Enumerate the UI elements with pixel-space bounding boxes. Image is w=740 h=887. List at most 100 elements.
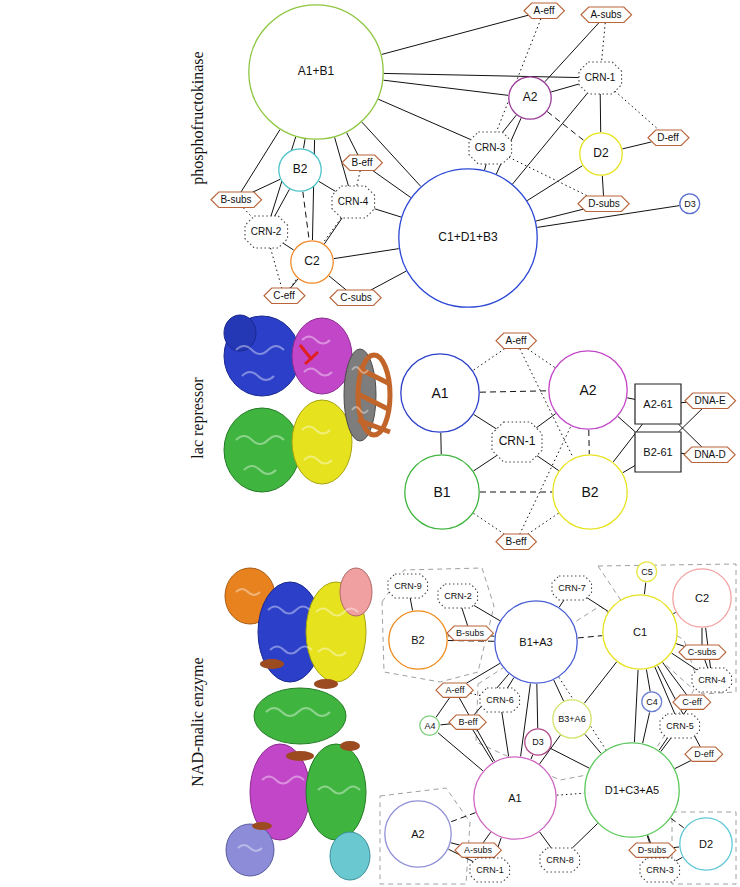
illustration-part xyxy=(270,647,312,654)
octagon-node: CRN-6 xyxy=(480,688,520,712)
node-text: CRN-3 xyxy=(475,142,506,154)
circle-node: A1+B1 xyxy=(248,4,384,140)
diamond-outline xyxy=(264,288,305,304)
connector xyxy=(634,670,638,742)
connector xyxy=(531,755,533,759)
diamond-node: D-eff xyxy=(648,130,689,146)
circle-node: C1+D1+B3 xyxy=(398,168,538,308)
node-text: D-subs xyxy=(588,198,620,210)
circle-outline xyxy=(549,351,627,429)
connector xyxy=(502,115,516,132)
connector xyxy=(509,157,588,196)
circle-outline xyxy=(495,601,577,683)
diamond-node: A-eff xyxy=(436,683,473,697)
octagon-outline xyxy=(692,668,732,692)
node-text: CRN-1 xyxy=(585,72,616,84)
connector xyxy=(584,662,616,703)
diamond-outline xyxy=(330,290,381,306)
illustration-part xyxy=(236,589,360,851)
connector xyxy=(559,600,564,607)
circle-node: B1 xyxy=(404,454,480,530)
illustration-part xyxy=(382,568,494,682)
node-text: DNA-D xyxy=(694,449,726,461)
illustration-part xyxy=(286,751,314,761)
node-text: D-subs xyxy=(638,845,667,855)
octagon-outline xyxy=(660,714,700,738)
node-text: A-eff xyxy=(506,335,527,347)
diamond-outline xyxy=(447,626,493,640)
node-text: B-eff xyxy=(459,717,478,727)
node-text: CRN-3 xyxy=(646,865,674,875)
node-label: C-eff xyxy=(273,290,295,302)
node-text: D3 xyxy=(532,737,544,747)
box-node: A2-61 xyxy=(635,384,681,424)
connector xyxy=(678,424,702,447)
circle-outline xyxy=(673,569,731,627)
connector xyxy=(675,760,692,768)
diamond-node: B-subs xyxy=(447,626,493,640)
diamond-node: B-eff xyxy=(342,155,382,171)
connector xyxy=(485,164,486,170)
octagon-node: CRN-3 xyxy=(469,132,512,164)
connector xyxy=(705,659,708,668)
connector xyxy=(623,466,635,473)
node-label: B-eff xyxy=(459,717,478,727)
illustration-part xyxy=(318,787,360,794)
node-label: DNA-E xyxy=(694,395,725,407)
connector xyxy=(473,513,504,534)
octagon-node: CRN-4 xyxy=(332,186,375,218)
node-text: C-subs xyxy=(688,647,717,657)
circle-outline xyxy=(680,818,732,870)
connector xyxy=(673,612,675,613)
circle-node: B3+A6 xyxy=(552,699,592,739)
diamond-node: B-eff xyxy=(449,715,486,729)
circle-outline xyxy=(680,194,700,214)
connector xyxy=(600,94,602,132)
connector xyxy=(436,697,450,717)
node-text: CRN-2 xyxy=(444,591,472,601)
node-text: C-eff xyxy=(682,697,701,707)
circle-outline xyxy=(385,801,451,867)
illustration-part xyxy=(292,318,352,394)
diamond-outline xyxy=(685,393,736,409)
node-label: B1 xyxy=(433,484,450,500)
node-label: B-subs xyxy=(220,194,251,206)
connector xyxy=(243,208,252,218)
node-text: C5 xyxy=(641,567,653,577)
section-label: NAD-malic enzyme xyxy=(189,657,207,786)
illustration-part xyxy=(598,564,736,694)
connector xyxy=(551,84,579,92)
diamond-outline xyxy=(673,695,711,709)
node-text: CRN-1 xyxy=(499,435,536,449)
connector xyxy=(467,663,500,683)
connector xyxy=(370,271,406,290)
illustration-part xyxy=(242,372,274,380)
illustration-part xyxy=(358,355,390,435)
diamond-node: A-eff xyxy=(524,3,564,19)
node-text: CRN-4 xyxy=(338,196,369,208)
connector xyxy=(585,734,601,753)
node-label: A1 xyxy=(508,792,521,805)
diamond-outline xyxy=(648,130,689,146)
connector xyxy=(362,122,421,186)
circle-outline xyxy=(553,455,627,529)
node-text: A1+B1 xyxy=(298,65,334,79)
connector xyxy=(527,349,555,368)
connector xyxy=(438,733,483,771)
connector xyxy=(572,823,597,848)
circle-node: B2 xyxy=(388,610,448,670)
connector xyxy=(536,414,555,428)
illustration-part xyxy=(318,649,346,656)
circle-node: A2 xyxy=(508,76,552,120)
connector xyxy=(440,433,441,454)
connector xyxy=(474,455,497,471)
node-label: CRN-1 xyxy=(476,865,504,875)
node-text: C2 xyxy=(695,592,709,605)
node-text: D-eff xyxy=(657,132,679,144)
node-text: CRN-8 xyxy=(546,855,574,865)
connector xyxy=(537,456,559,471)
diamond-node: C-subs xyxy=(679,645,726,659)
connector xyxy=(440,724,451,725)
circle-node: B2 xyxy=(278,148,322,192)
